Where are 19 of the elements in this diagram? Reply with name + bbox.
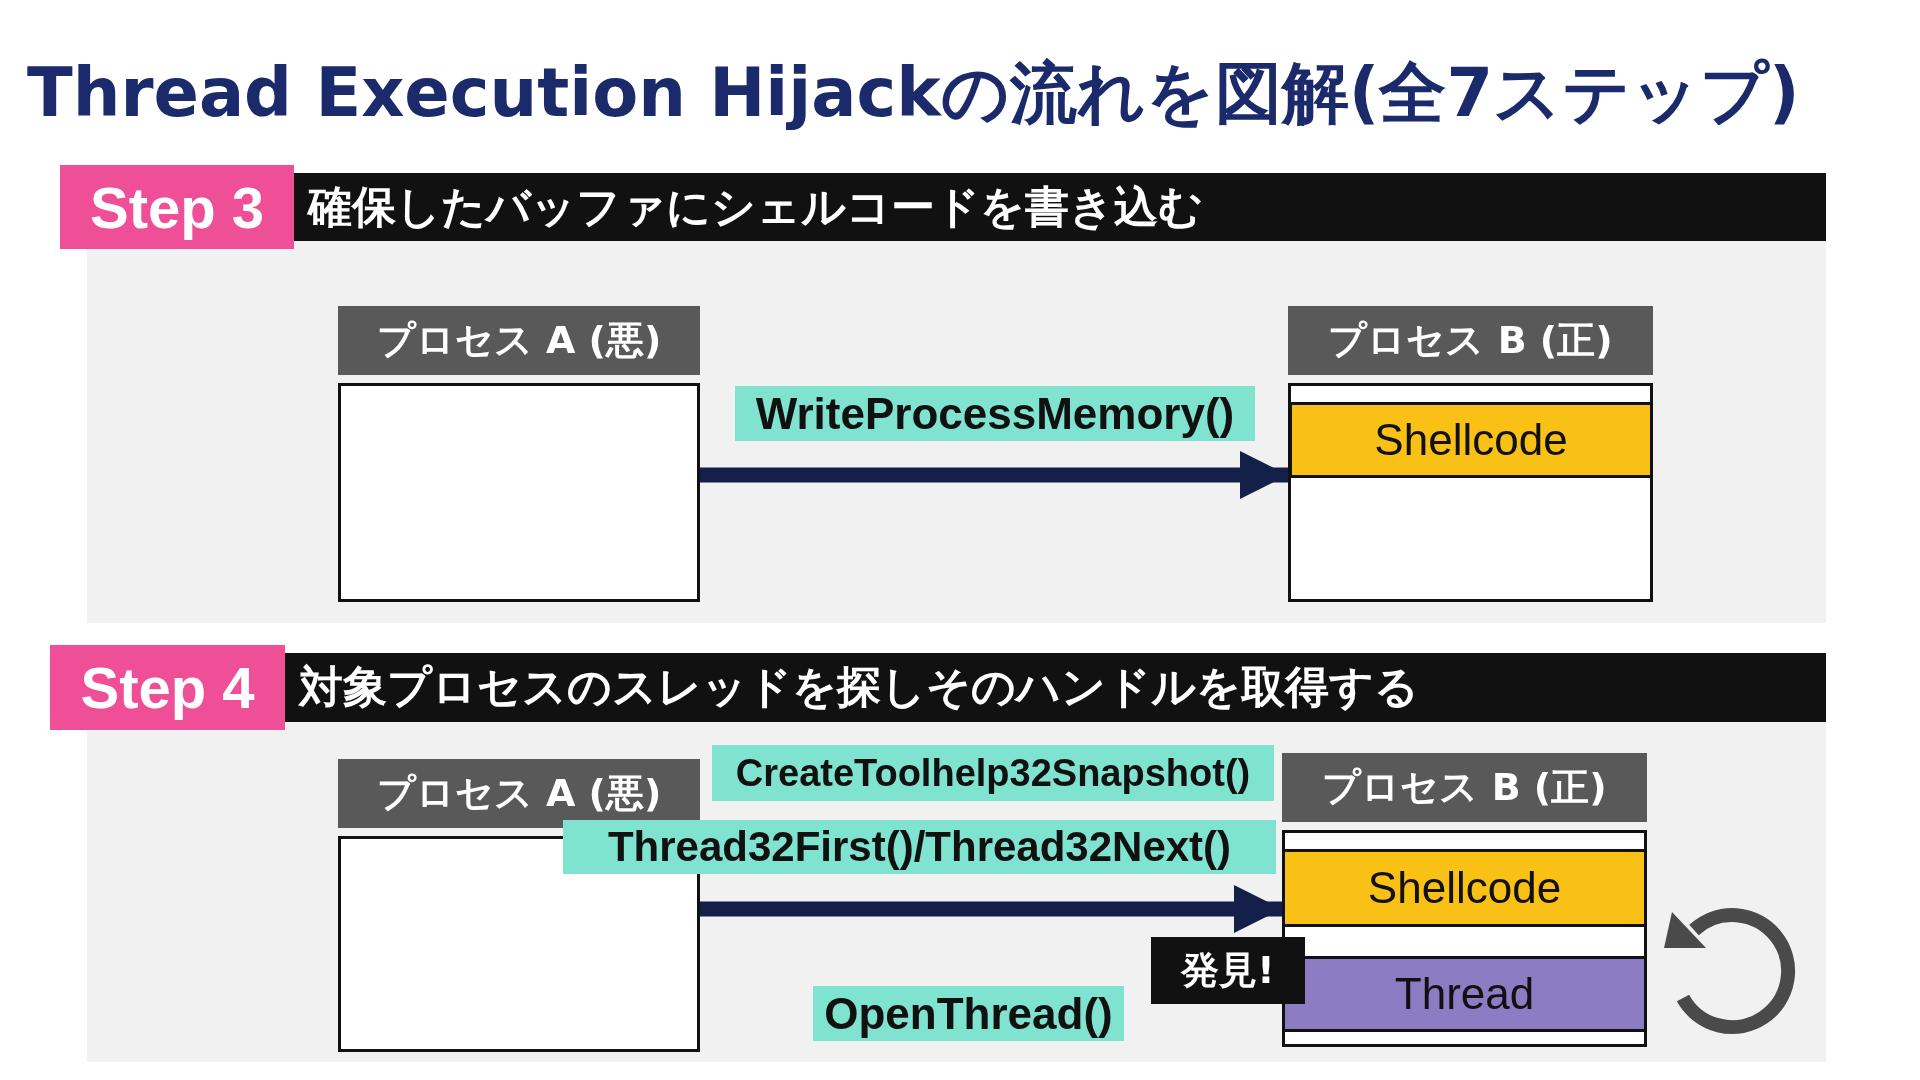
function-label: OpenThread() bbox=[813, 986, 1124, 1041]
process-header: プロセス A (悪) bbox=[338, 759, 700, 828]
memory-block: Shellcode bbox=[1289, 402, 1653, 478]
function-label: Thread32First()/Thread32Next() bbox=[563, 820, 1276, 874]
step-badge: Step 3 bbox=[60, 165, 294, 249]
process-header: プロセス A (悪) bbox=[338, 306, 700, 375]
memory-block: Thread bbox=[1282, 956, 1647, 1032]
step-badge: Step 4 bbox=[50, 645, 285, 730]
process-header: プロセス B (正) bbox=[1288, 306, 1653, 375]
callout-box: 発見! bbox=[1151, 937, 1305, 1004]
step-heading-bar: 対象プロセスのスレッドを探しそのハンドルを取得する bbox=[285, 653, 1826, 722]
process-header: プロセス B (正) bbox=[1282, 753, 1647, 822]
function-label: WriteProcessMemory() bbox=[735, 386, 1255, 441]
memory-block: Shellcode bbox=[1282, 849, 1647, 927]
title: Thread Execution Hijackの流れを図解(全7ステップ) bbox=[27, 53, 1800, 134]
function-label: CreateToolhelp32Snapshot() bbox=[712, 745, 1274, 801]
arrow bbox=[700, 885, 1282, 933]
arrow bbox=[700, 451, 1288, 499]
step-heading-bar: 確保したバッファにシェルコードを書き込む bbox=[294, 173, 1826, 241]
